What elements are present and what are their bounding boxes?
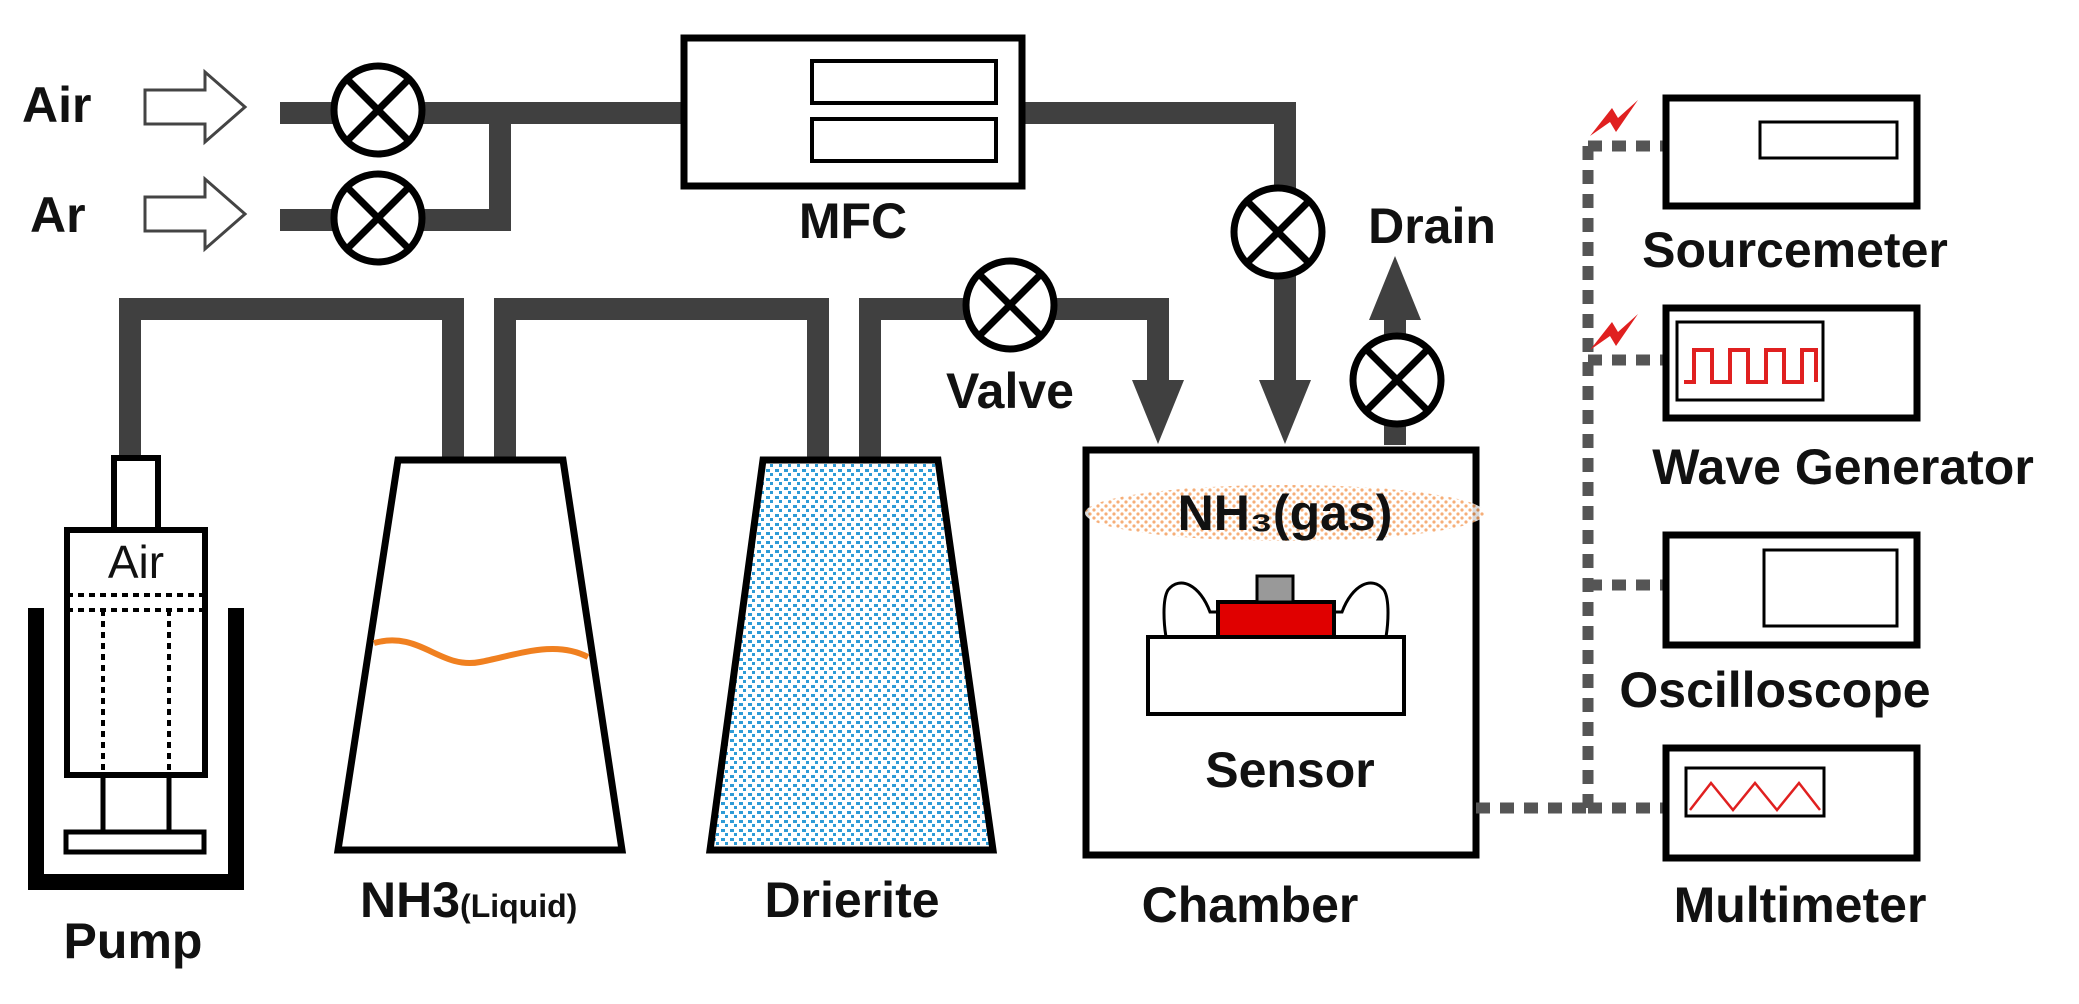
wave-generator-label: Wave Generator	[1652, 439, 2034, 495]
chamber-inlet-arrow-2	[1259, 380, 1311, 444]
air-inlet-arrow-icon	[143, 68, 248, 146]
valve-air[interactable]	[330, 62, 426, 158]
chamber-inlet-arrow-1	[1132, 380, 1184, 444]
sensor-element	[1216, 600, 1336, 639]
syringe-pump: Air	[28, 455, 244, 890]
oscilloscope-label: Oscilloscope	[1619, 662, 1930, 718]
signal-wiring	[1476, 140, 1666, 814]
ar-inlet-arrow-icon	[143, 175, 248, 253]
valve-drain[interactable]	[1349, 332, 1445, 428]
pump-label: Pump	[64, 913, 203, 969]
pump-holder	[28, 608, 244, 890]
chamber-label: Chamber	[1142, 877, 1359, 933]
valve-ar[interactable]	[330, 170, 426, 266]
syringe-barrel	[64, 527, 208, 778]
mfc-label: MFC	[799, 193, 907, 249]
drierite-label: Drierite	[764, 872, 939, 928]
sourcemeter-label: Sourcemeter	[1642, 222, 1948, 278]
syringe-tip	[111, 455, 161, 533]
pump-air-label: Air	[108, 536, 164, 588]
power-signal-icon-1	[1590, 100, 1638, 136]
drain-arrow	[1369, 256, 1421, 320]
pump-to-flask-pipe	[119, 298, 464, 460]
sensor-wire-right	[1334, 581, 1390, 638]
valve-label: Valve	[946, 363, 1074, 419]
sensor-wire-left	[1162, 581, 1218, 638]
sensor-contact	[1255, 574, 1295, 604]
power-signal-icon-2	[1590, 314, 1638, 350]
square-wave-icon	[1684, 348, 1818, 384]
multimeter-label: Multimeter	[1674, 877, 1927, 933]
nh3-liquid-label: NH3(Liquid)	[360, 872, 577, 928]
sourcemeter-display	[1758, 120, 1899, 160]
liquid-surface	[373, 637, 590, 667]
valve-drierite-line[interactable]	[962, 257, 1058, 353]
flask-to-drierite-pipe	[494, 298, 829, 460]
drierite-column	[705, 456, 998, 854]
sensor-label: Sensor	[1205, 742, 1375, 798]
mfc-to-chamber-pipe	[1022, 102, 1296, 380]
mfc-display-1	[810, 59, 998, 105]
mfc-display-2	[810, 117, 998, 163]
gas-halo	[1085, 485, 1485, 541]
nh3-gas-label: NH₃(gas)	[1178, 485, 1393, 541]
valve-mfc-line[interactable]	[1230, 184, 1326, 280]
multimeter-display	[1684, 766, 1826, 818]
oscilloscope-display	[1762, 548, 1899, 628]
ar-label: Ar	[30, 187, 86, 243]
sensor-substrate	[1146, 635, 1406, 716]
triangle-wave-icon	[1689, 780, 1821, 812]
syringe-plunger	[63, 829, 207, 855]
air-label: Air	[22, 77, 91, 133]
nh3-liquid-flask	[333, 456, 627, 854]
drain-label: Drain	[1368, 198, 1496, 254]
